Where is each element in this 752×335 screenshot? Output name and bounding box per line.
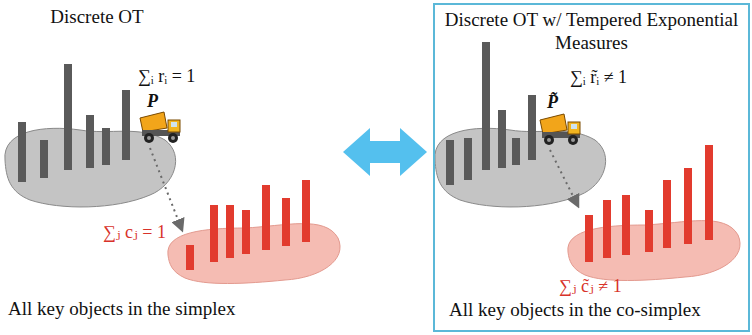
source-blob	[435, 128, 606, 207]
panel-title: Discrete OT	[50, 6, 143, 29]
panel-caption: All key objects in the simplex	[8, 298, 235, 321]
bar	[585, 215, 593, 262]
target-blob	[568, 221, 740, 281]
bar	[64, 64, 72, 170]
transport-arrow	[550, 150, 578, 206]
bar	[40, 140, 48, 178]
bar	[446, 140, 454, 185]
target-bars	[186, 180, 310, 270]
sum-constraint: ∑ᵢ r̃ᵢ ≠ 1	[570, 67, 627, 89]
plan-symbol: P	[147, 91, 158, 113]
bar	[603, 200, 611, 258]
sum-constraint: ∑ⱼ cⱼ = 1	[103, 222, 166, 244]
bar	[645, 210, 653, 252]
bar	[102, 128, 110, 165]
bar	[242, 210, 250, 254]
bar	[262, 185, 270, 250]
bar	[464, 138, 472, 180]
bar	[512, 138, 520, 165]
transport-arrow	[150, 148, 182, 230]
bar	[528, 95, 536, 160]
bar	[86, 115, 94, 168]
panel-caption: All key objects in the co-simplex	[449, 299, 701, 322]
target-blob	[168, 224, 340, 284]
double-arrow	[343, 128, 427, 176]
bar	[302, 180, 310, 242]
panel-box: Discrete OT w/ Tempered Exponential Meas…	[433, 3, 750, 332]
bar	[122, 90, 130, 160]
panel-title: Discrete OT w/ Tempered Exponential Meas…	[441, 9, 742, 55]
bar	[186, 245, 194, 270]
bar	[482, 42, 490, 170]
bar	[684, 168, 692, 244]
bar	[210, 205, 218, 262]
target-bars	[585, 145, 713, 262]
source-bars	[446, 42, 536, 185]
truck-icon	[540, 114, 580, 145]
plan-symbol: P̃	[547, 92, 558, 114]
bar	[282, 198, 290, 246]
bar	[663, 180, 671, 248]
bar	[705, 145, 713, 240]
source-bars	[18, 64, 130, 182]
truck-icon	[140, 112, 180, 143]
bar	[622, 195, 630, 255]
bar	[498, 110, 506, 168]
sum-constraint: ∑ᵢ rᵢ = 1	[138, 66, 195, 88]
bar	[226, 205, 234, 258]
sum-constraint: ∑ⱼ c̃ⱼ ≠ 1	[559, 276, 622, 298]
bar	[18, 122, 26, 182]
